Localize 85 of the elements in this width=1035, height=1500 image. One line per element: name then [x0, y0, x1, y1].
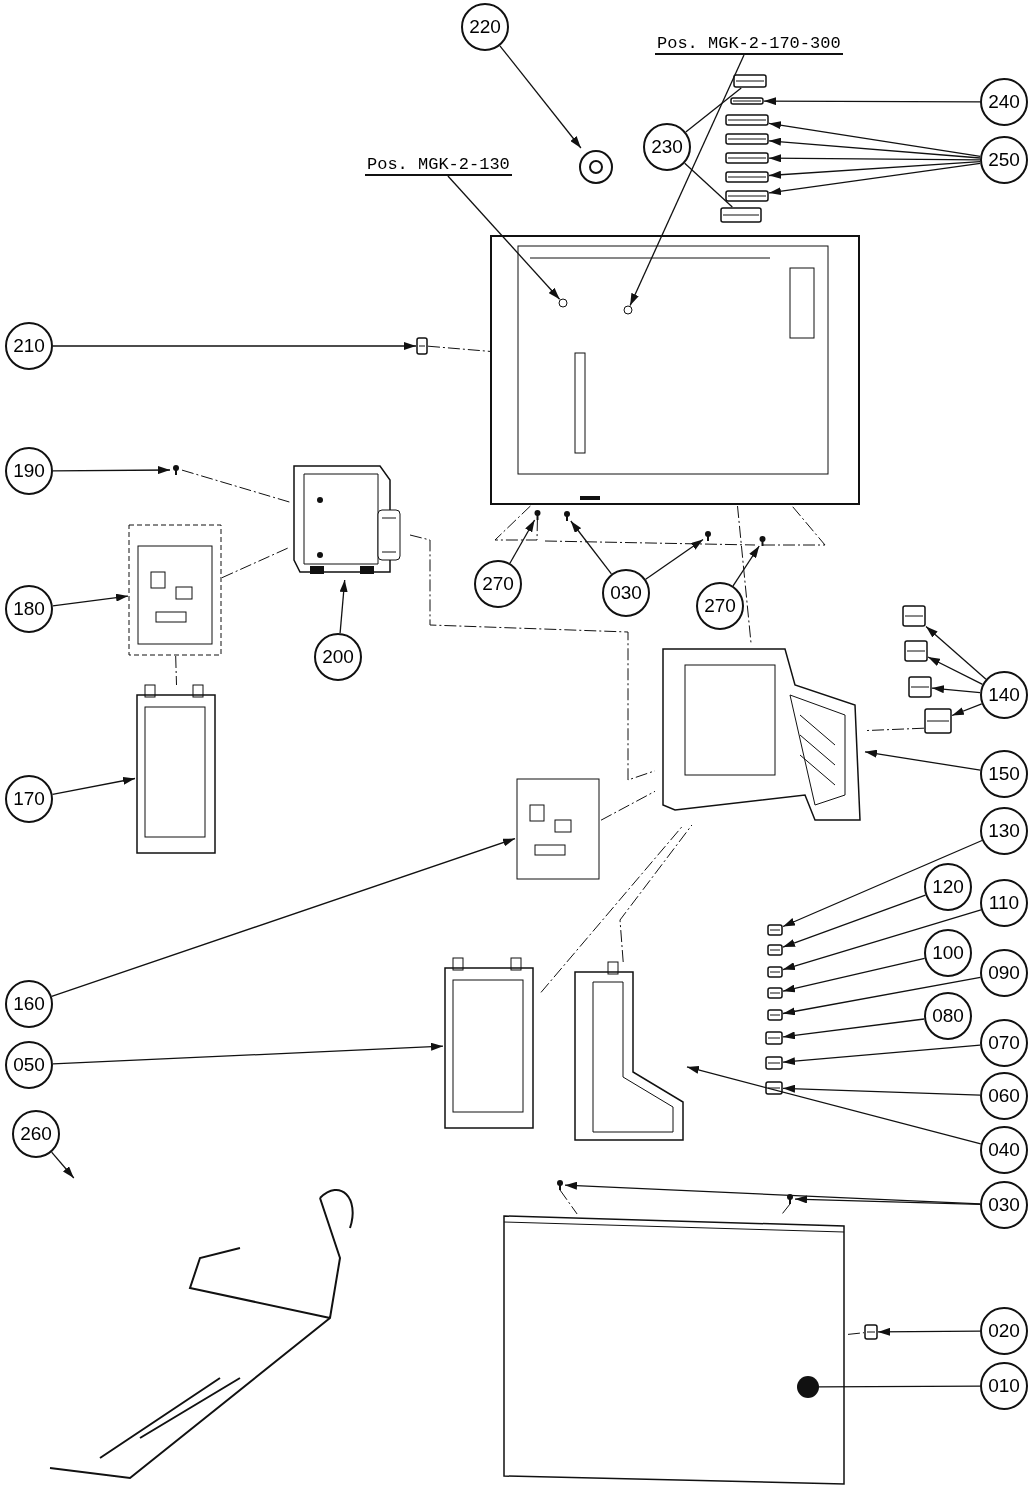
callout-number: 030	[980, 1181, 1028, 1229]
leader-line	[570, 520, 613, 575]
assembly-line	[181, 469, 291, 503]
callout-number: 260	[12, 1110, 60, 1158]
assembly-line	[559, 1189, 578, 1215]
leader-line	[794, 1195, 981, 1205]
callout-number: 180	[5, 585, 53, 633]
callout-number: 200	[314, 633, 362, 681]
callout-number: 090	[980, 949, 1028, 997]
leader-line	[684, 162, 733, 208]
callout-number: 120	[924, 863, 972, 911]
assembly-line	[494, 505, 538, 541]
callout-number: 130	[980, 807, 1028, 855]
callout-number: 040	[980, 1126, 1028, 1174]
leader-line	[818, 1385, 981, 1388]
callout-number: 140	[980, 671, 1028, 719]
callout-number: 110	[980, 879, 1028, 927]
leader-line	[768, 121, 981, 157]
assembly-line	[221, 546, 291, 579]
leader-line	[782, 976, 982, 1016]
leader-line	[927, 656, 984, 685]
assembly-line	[540, 824, 684, 993]
leader-line	[782, 957, 926, 993]
leader-line	[782, 894, 927, 948]
leader-line	[447, 175, 561, 300]
leader-line	[51, 837, 516, 997]
leader-line	[52, 593, 129, 607]
callout-number: 060	[980, 1072, 1028, 1120]
assembly-line	[847, 1332, 865, 1335]
leader-line	[645, 538, 704, 580]
position-note: Pos. MGK-2-130	[365, 155, 512, 176]
callout-number: 270	[696, 582, 744, 630]
leader-line	[52, 342, 417, 350]
callout-number: 030	[602, 569, 650, 617]
callout-number: 230	[643, 123, 691, 171]
leader-line	[52, 466, 171, 475]
callout-number: 250	[980, 136, 1028, 184]
callout-number: 080	[924, 992, 972, 1040]
callout-number: 050	[5, 1041, 53, 1089]
position-note: Pos. MGK-2-170-300	[655, 34, 843, 55]
leader-line	[685, 87, 742, 133]
leader-line	[51, 776, 136, 796]
leader-line	[864, 749, 981, 771]
assembly-line	[762, 505, 826, 546]
leader-line	[931, 685, 981, 694]
leader-line	[782, 1044, 981, 1066]
leader-line	[629, 54, 745, 307]
leader-line	[50, 1151, 75, 1179]
leader-line	[564, 1181, 981, 1205]
callout-number: 100	[924, 929, 972, 977]
callout-number: 160	[5, 980, 53, 1028]
leader-line	[782, 909, 982, 971]
assembly-line	[864, 727, 925, 732]
assembly-line	[619, 824, 693, 963]
callout-number: 020	[980, 1307, 1028, 1355]
callout-number: 010	[980, 1362, 1028, 1410]
leader-line	[782, 1084, 981, 1096]
leader-line	[782, 839, 983, 928]
leader-line	[768, 160, 981, 179]
callout-number: 270	[474, 560, 522, 608]
assembly-line	[600, 790, 656, 821]
callout-number: 220	[461, 3, 509, 51]
leader-line	[52, 1042, 444, 1065]
leader-line	[768, 162, 981, 196]
callout-number: 170	[5, 775, 53, 823]
leader-line	[499, 45, 582, 149]
leader-line	[782, 1018, 925, 1040]
leader-line	[509, 519, 536, 564]
callout-number: 210	[5, 322, 53, 370]
leader-line	[925, 625, 987, 680]
leader-line	[877, 1327, 981, 1336]
leader-line	[339, 579, 348, 634]
callout-number: 150	[980, 750, 1028, 798]
callout-number: 190	[5, 447, 53, 495]
leader-line	[768, 137, 981, 159]
leader-line	[768, 154, 981, 163]
callout-number: 070	[980, 1019, 1028, 1067]
callout-number: 240	[980, 78, 1028, 126]
leader-line	[686, 1066, 982, 1145]
assembly-line	[427, 345, 491, 352]
leader-line	[732, 545, 760, 587]
assembly-line	[781, 1203, 791, 1215]
leader-line	[763, 97, 981, 106]
leader-line	[951, 703, 983, 717]
assembly-line	[175, 655, 177, 686]
